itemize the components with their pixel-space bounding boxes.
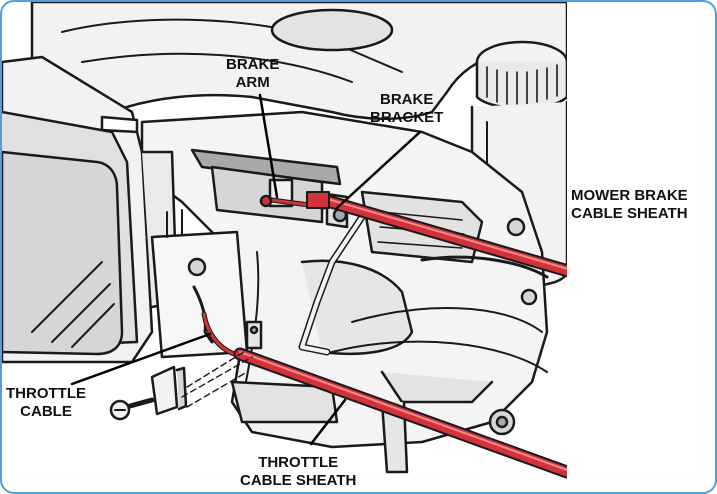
throttle-control-bracket bbox=[150, 209, 263, 359]
label-brake-arm: BRAKE ARM bbox=[226, 56, 280, 91]
throttle-cable bbox=[201, 311, 237, 357]
label-mower-brake-cable-sheath: MOWER BRAKE CABLE SHEATH bbox=[571, 187, 688, 222]
label-brake-bracket: BRAKE BRACKET bbox=[370, 91, 444, 126]
engine-illustration bbox=[2, 2, 567, 479]
throttle-cable-sheath bbox=[233, 347, 567, 479]
clip-screw bbox=[109, 397, 155, 421]
cable-clip bbox=[150, 365, 179, 416]
label-throttle-cable: THROTTLE CABLE bbox=[6, 385, 86, 420]
brake-assembly bbox=[190, 148, 349, 229]
mower-brake-cable-sheath bbox=[317, 193, 567, 278]
muffler-guard bbox=[2, 55, 179, 364]
leader-brake-bracket bbox=[335, 130, 422, 210]
label-throttle-cable-sheath: THROTTLE CABLE SHEATH bbox=[240, 454, 357, 489]
leader-throttle-cable bbox=[70, 332, 212, 386]
leader-throttle-cable-sheath bbox=[309, 398, 347, 446]
linkage-rods bbox=[298, 213, 549, 356]
leader-brake-arm bbox=[258, 93, 279, 199]
brake-cable-end bbox=[259, 191, 330, 210]
